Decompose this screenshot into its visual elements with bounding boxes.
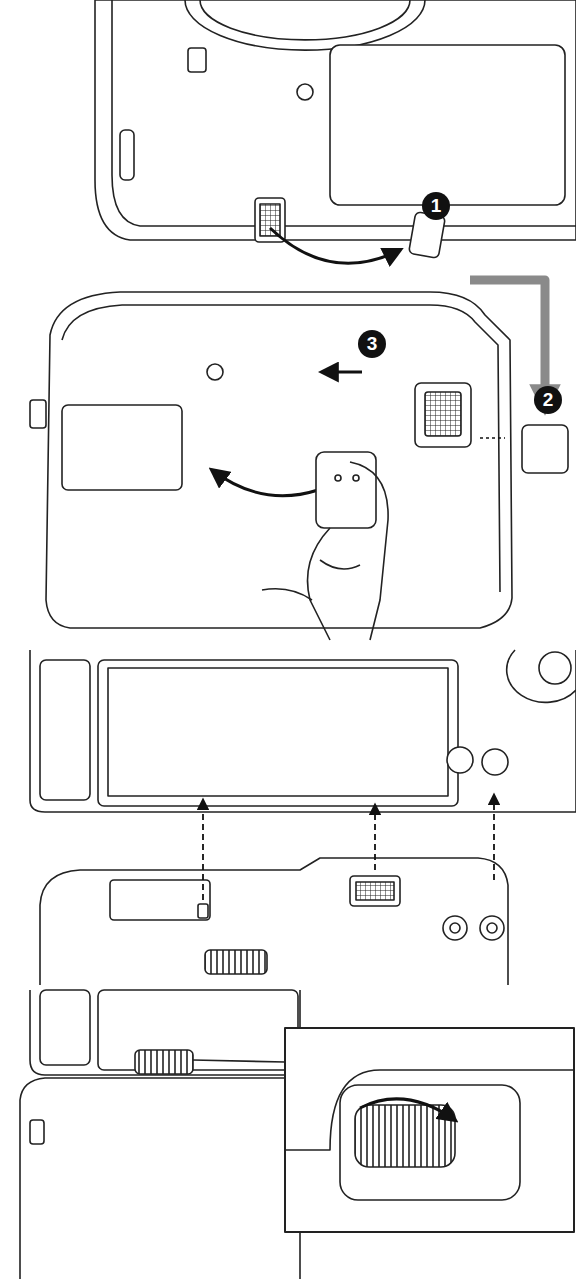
assembled: [20, 990, 574, 1279]
callout-number: 2: [534, 386, 562, 414]
callout-number: 1: [422, 192, 450, 220]
grip-top: [40, 795, 508, 985]
callout-number: 3: [358, 330, 386, 358]
camera-back: [30, 650, 576, 812]
grip-bottom: [30, 292, 568, 640]
